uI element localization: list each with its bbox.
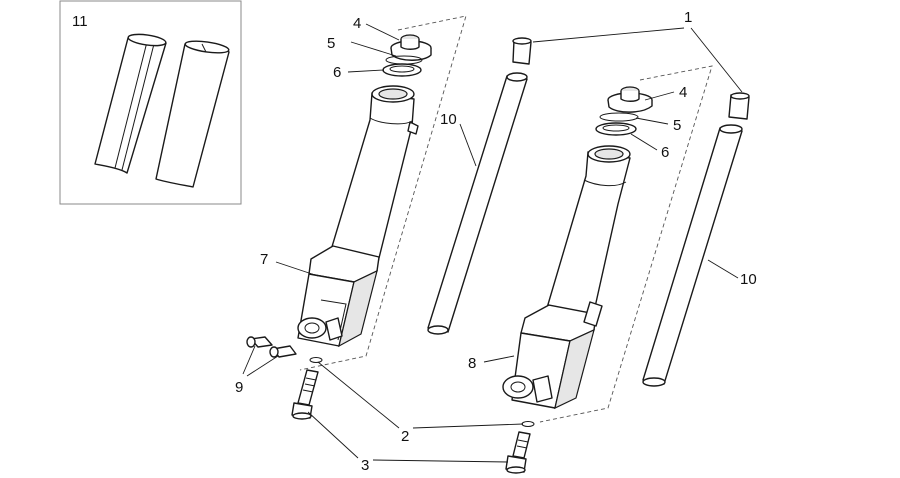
callout-4-left: 4 xyxy=(353,15,361,32)
small-screws xyxy=(246,336,297,358)
left-bushing xyxy=(512,37,532,65)
left-bolt-and-washer xyxy=(291,357,323,420)
callout-3: 3 xyxy=(361,457,369,474)
callout-4-right: 4 xyxy=(679,84,687,101)
callout-5-right: 5 xyxy=(673,117,681,134)
right-fork-tube xyxy=(642,124,743,387)
callout-7: 7 xyxy=(260,251,268,268)
left-assembly-outline xyxy=(299,15,467,371)
callout-2: 2 xyxy=(401,428,409,445)
callout-5-left: 5 xyxy=(327,35,335,52)
callout-10-left: 10 xyxy=(440,111,457,128)
callout-8: 8 xyxy=(468,355,476,372)
callout-9: 9 xyxy=(235,379,243,396)
callout-10-right: 10 xyxy=(740,271,757,288)
right-assembly-outline xyxy=(539,65,713,423)
inset-box-sleeves xyxy=(59,0,242,205)
callout-1: 1 xyxy=(684,9,692,26)
left-fork-tube xyxy=(427,72,528,335)
callout-11: 11 xyxy=(72,13,88,30)
left-fork-leg xyxy=(297,34,432,348)
callout-6-left: 6 xyxy=(333,64,341,81)
right-bushing xyxy=(728,92,750,120)
right-bolt-and-washer xyxy=(505,421,535,474)
callout-6-right: 6 xyxy=(661,144,669,161)
callout-labels: 11 1 4 5 6 10 4 5 6 7 10 8 9 2 3 xyxy=(72,9,757,474)
leader-lines xyxy=(242,23,743,463)
right-fork-leg xyxy=(502,86,653,410)
